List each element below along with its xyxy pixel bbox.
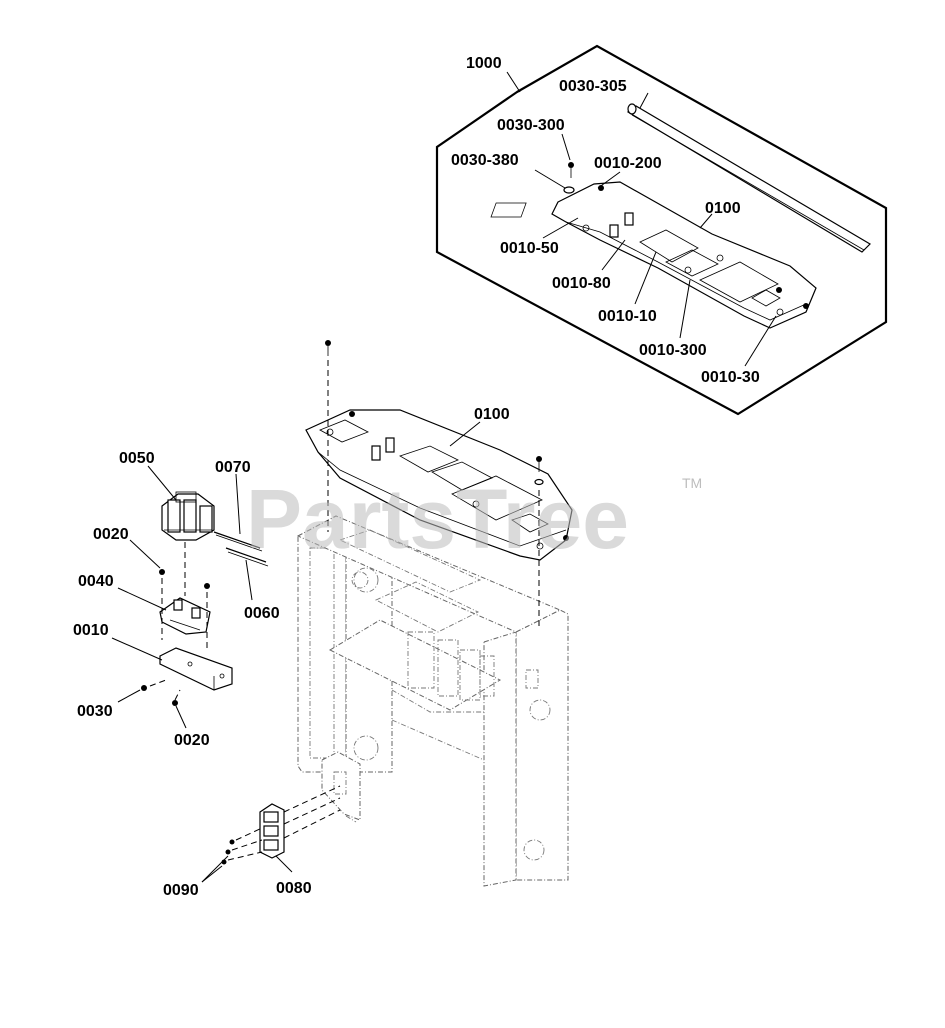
inset-panel-1000	[435, 44, 888, 416]
label-0010: 0010	[73, 622, 109, 639]
bracket-screws	[325, 340, 544, 630]
rod-0030-305	[626, 103, 871, 253]
mounting-plate-0010	[159, 647, 233, 691]
label-0060: 0060	[244, 605, 280, 622]
wire-0060	[225, 547, 269, 567]
label-0020-top: 0020	[93, 526, 129, 543]
label-inset-0100: 0100	[705, 200, 741, 217]
label-0030: 0030	[77, 703, 113, 720]
label-0010-80: 0010-80	[552, 275, 611, 292]
main-leaders	[111, 421, 481, 883]
screws-0090	[221, 827, 263, 865]
label-0030-305: 0030-305	[559, 78, 627, 95]
inset-leader-line	[506, 71, 521, 93]
terminal-guides	[283, 785, 341, 839]
wire-0070	[213, 531, 263, 552]
label-0070: 0070	[215, 459, 251, 476]
label-0020-bottom: 0020	[174, 732, 210, 749]
left-hardware	[141, 542, 210, 706]
main-frame-assembly	[296, 515, 569, 887]
relay-0040	[159, 597, 211, 635]
label-0030-380: 0030-380	[451, 152, 519, 169]
label-1000: 1000	[466, 55, 502, 72]
label-0010-200: 0010-200	[594, 155, 662, 172]
label-0030-300: 0030-300	[497, 117, 565, 134]
label-0090: 0090	[163, 882, 199, 899]
watermark: PartsTree TM	[246, 472, 702, 566]
label-0040: 0040	[78, 573, 114, 590]
label-0010-50: 0010-50	[500, 240, 559, 257]
label-0010-300: 0010-300	[639, 342, 707, 359]
label-main-0100: 0100	[474, 406, 510, 423]
label-0010-30: 0010-30	[701, 369, 760, 386]
watermark-text: PartsTree	[246, 472, 629, 566]
washer-0030-380	[563, 186, 575, 194]
label-0080: 0080	[276, 880, 312, 897]
screw-0030-300	[568, 162, 574, 178]
part-labels: 1000 0030-305 0030-300 0030-380 0010-200…	[73, 55, 760, 899]
inset-leaders	[534, 92, 777, 367]
label-0050: 0050	[119, 450, 155, 467]
inset-bracket-0100	[490, 181, 817, 329]
watermark-trademark: TM	[682, 475, 702, 491]
contactor-0050	[161, 491, 215, 541]
terminal-block-0080	[259, 803, 285, 859]
bracket-0100	[305, 409, 573, 561]
label-0010-10: 0010-10	[598, 308, 657, 325]
